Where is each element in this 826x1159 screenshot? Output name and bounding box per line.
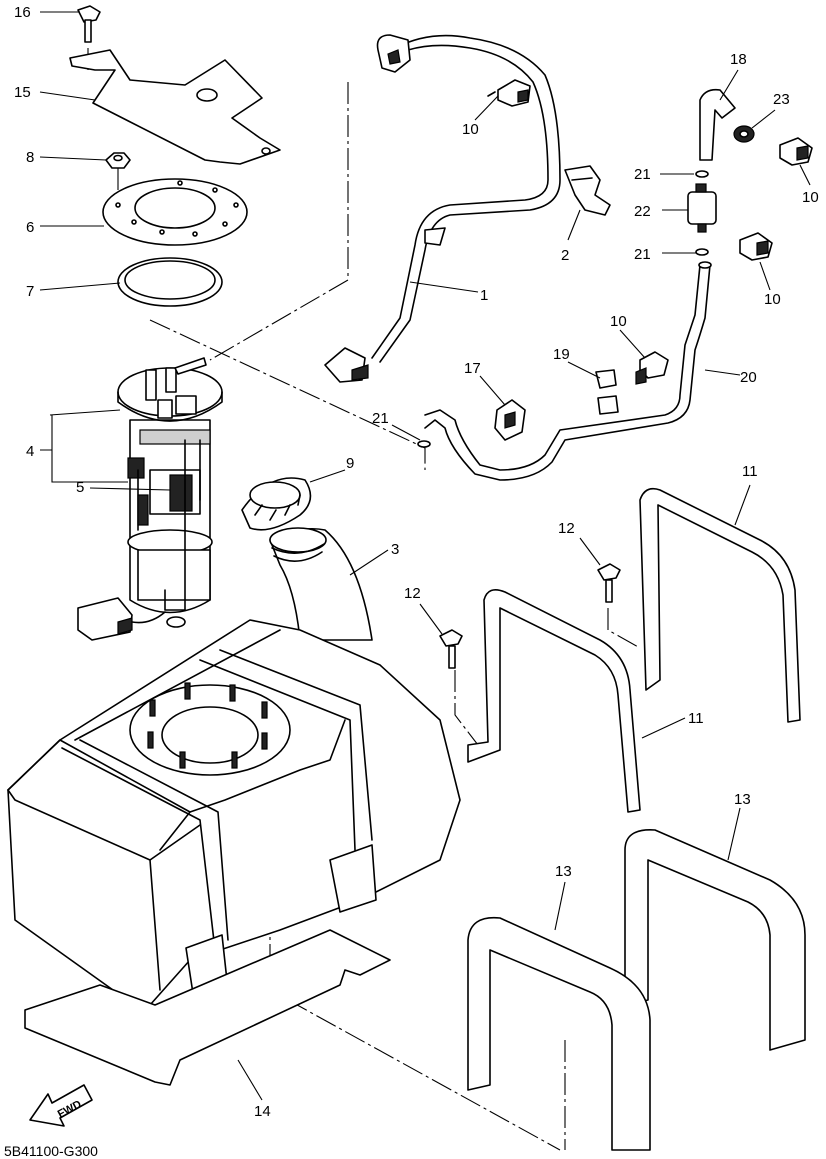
- callout-15: 15: [14, 84, 31, 101]
- callout-13b: 13: [555, 863, 572, 880]
- gasket-7: [117, 257, 223, 307]
- callout-21b: 21: [634, 246, 651, 263]
- bolt-12a: [439, 629, 463, 669]
- clamp-17: [494, 399, 526, 441]
- callout-8: 8: [26, 149, 34, 166]
- fuel-filter-22: [687, 183, 717, 233]
- tank-strap-11-rear: [639, 487, 801, 723]
- hose-clip-10a: [487, 79, 531, 107]
- callout-numbers: 16 15 8 6 7 4 5 9 3 1 10 2 18 23 21 22 2…: [14, 4, 819, 1120]
- fuel-tank: [7, 619, 461, 1006]
- callout-10a: 10: [462, 121, 479, 138]
- callout-11b: 11: [688, 710, 704, 727]
- hose-clip-10b: [779, 137, 813, 166]
- callout-12b: 12: [404, 585, 421, 602]
- callout-18: 18: [730, 51, 747, 68]
- callout-7: 7: [26, 283, 34, 300]
- callout-23: 23: [773, 91, 790, 108]
- callout-10c: 10: [764, 291, 781, 308]
- tank-base-plate-14: [24, 929, 391, 1086]
- callout-17: 17: [464, 360, 481, 377]
- callout-10b: 10: [802, 189, 819, 206]
- callout-2: 2: [561, 247, 569, 264]
- hose-clip-10d: [635, 351, 669, 385]
- bolt-12b: [597, 563, 621, 603]
- callout-19: 19: [553, 346, 570, 363]
- callout-14: 14: [254, 1103, 271, 1120]
- bracket-15: [69, 49, 281, 165]
- flange-plate-6: [102, 178, 248, 246]
- callout-21c: 21: [372, 410, 389, 427]
- nut-8: [105, 152, 131, 169]
- fuel-hose-1: [324, 34, 561, 383]
- strap-pad-13-front: [467, 916, 651, 1151]
- elbow-hose-18: [699, 88, 736, 161]
- hose-clip-21: [417, 170, 709, 448]
- callout-20: 20: [740, 369, 757, 386]
- diagram-code: 5B41100-G300: [4, 1143, 98, 1159]
- callout-21a: 21: [634, 166, 651, 183]
- strap-pad-13-rear: [624, 829, 806, 1051]
- fuel-pump-assembly-4: [77, 357, 223, 641]
- fwd-arrow-icon: FWD: [29, 1084, 93, 1127]
- callout-3: 3: [391, 541, 399, 558]
- callout-5: 5: [76, 479, 84, 496]
- filler-neck-3: [269, 527, 373, 641]
- tank-strap-11-front: [467, 589, 641, 813]
- grommet-23: [733, 125, 755, 143]
- callout-16: 16: [14, 4, 31, 21]
- fuel-hose-20: [424, 261, 712, 481]
- hose-clip-10c: [739, 232, 773, 261]
- bolt-16: [77, 5, 101, 43]
- callout-4: 4: [26, 443, 34, 460]
- callout-9: 9: [346, 455, 354, 472]
- clamp-2: [564, 165, 611, 216]
- clamp-19: [595, 369, 619, 415]
- callout-11a: 11: [742, 463, 758, 480]
- fuel-cap-9: [241, 477, 312, 531]
- callout-22: 22: [634, 203, 651, 220]
- callout-6: 6: [26, 219, 34, 236]
- leader-lines: [39, 11, 811, 1101]
- callout-13a: 13: [734, 791, 751, 808]
- callout-1: 1: [480, 287, 488, 304]
- callout-10d: 10: [610, 313, 627, 330]
- callout-12a: 12: [558, 520, 575, 537]
